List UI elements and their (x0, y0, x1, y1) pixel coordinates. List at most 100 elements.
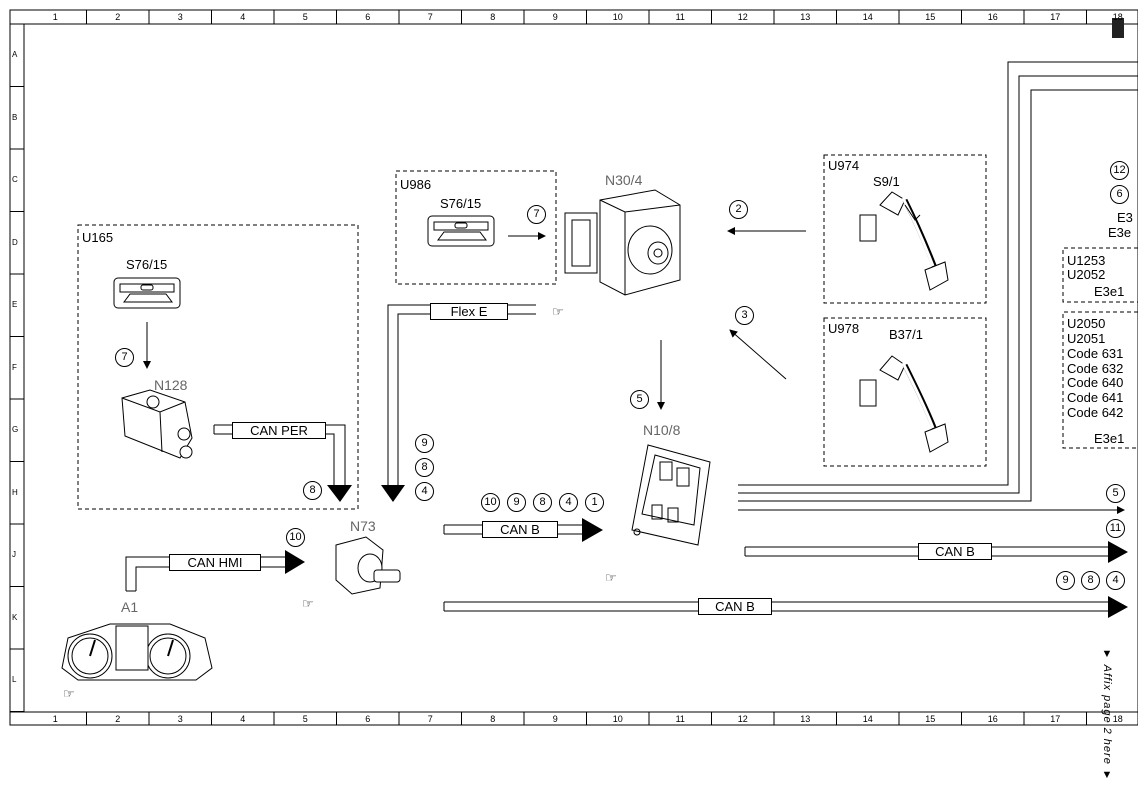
marker-6-right: 6 (1110, 185, 1129, 204)
marker-5-right: 5 (1106, 484, 1125, 503)
frame-border (9, 9, 1138, 726)
marker-4-bottom: 4 (1106, 571, 1125, 590)
pointer-hand-icon[interactable]: ☞ (552, 304, 564, 319)
n10-8-fuse-module-icon (631, 444, 711, 546)
ruler-col-bottom: 2 (115, 714, 121, 724)
code-u2051: U2051 (1067, 331, 1106, 346)
ruler-row: K (12, 612, 18, 622)
bus-can-b-bottom: CAN B (698, 598, 772, 615)
u978-box (823, 317, 987, 467)
marker-9-bottom: 9 (1056, 571, 1075, 590)
marker-4-row: 4 (559, 493, 578, 512)
label-e3e1-b: E3e1 (1094, 431, 1125, 446)
ruler-col-bottom: 7 (427, 714, 433, 724)
ruler-col-top: 8 (490, 12, 496, 22)
can-per-arrowhead (327, 485, 352, 502)
ruler-col-top: 14 (862, 12, 873, 22)
ruler-col-bottom: 9 (552, 714, 558, 724)
n128-module-icon (121, 389, 193, 459)
pointer-hand-icon[interactable]: ☞ (63, 686, 75, 701)
marker-8-left: 8 (303, 481, 322, 500)
label-u974: U974 (828, 158, 860, 173)
n30-4-control-unit-icon (564, 189, 681, 296)
ruler-col-top: 4 (240, 12, 246, 22)
marker-11-right: 11 (1106, 519, 1125, 538)
marker-8-bottom: 8 (1081, 571, 1100, 590)
label-s9-1: S9/1 (873, 174, 900, 189)
ruler-col-top: 1 (52, 12, 58, 22)
label-a1: A1 (121, 599, 139, 615)
label-e3e: E3e (1108, 225, 1132, 240)
label-s76-15-left: S76/15 (126, 257, 168, 272)
u165-box (77, 224, 359, 510)
ruler-col-bottom: 8 (490, 714, 496, 724)
marker-9-row: 9 (507, 493, 526, 512)
label-b37-1: B37/1 (889, 327, 923, 342)
ruler-col-bottom: 15 (925, 714, 936, 724)
ruler-row: F (12, 362, 17, 372)
label-n128: N128 (154, 377, 188, 393)
ruler-ticks (10, 10, 1087, 725)
ruler-col-bottom: 1 (52, 714, 58, 724)
marker-2: 2 (729, 200, 748, 219)
marker-10-row: 10 (481, 493, 500, 512)
ruler-row: G (12, 425, 19, 435)
ruler-row: C (12, 175, 18, 185)
code-642: Code 642 (1067, 405, 1124, 420)
code-632: Code 632 (1067, 361, 1124, 376)
clutch-pedal-icon (859, 191, 949, 291)
brake-pedal-icon (859, 355, 949, 453)
wire-3 (738, 89, 1138, 502)
ruler-col-bottom: 16 (987, 714, 998, 724)
label-e3e1-a: E3e1 (1094, 284, 1125, 299)
ruler-col-bottom: 11 (675, 714, 685, 724)
ruler-col-top: 3 (177, 12, 183, 22)
ruler-row: B (12, 112, 18, 122)
bus-can-per: CAN PER (232, 422, 326, 439)
marker-9-stack: 9 (415, 434, 434, 453)
label-u165: U165 (82, 230, 114, 245)
ruler-col-bottom: 13 (800, 714, 811, 724)
ruler-row: H (12, 487, 18, 497)
pointer-hand-icon[interactable]: ☞ (605, 570, 617, 585)
label-u986: U986 (400, 177, 432, 192)
corner-tab-icon (1112, 18, 1124, 38)
s76-switch-left-icon (113, 277, 181, 309)
wire-2 (738, 75, 1138, 494)
ruler-col-bottom: 3 (177, 714, 183, 724)
code-u2050: U2050 (1067, 316, 1106, 331)
affix-note: ▼ Affix page 2 here ▼ (1101, 648, 1113, 782)
ruler-col-top: 9 (552, 12, 558, 22)
u986-box (395, 170, 557, 285)
ruler-col-top: 7 (427, 12, 433, 22)
code-631: Code 631 (1067, 346, 1124, 361)
ruler-col-bottom: 4 (240, 714, 246, 724)
code-640: Code 640 (1067, 375, 1124, 390)
label-s76-15-top: S76/15 (440, 196, 482, 211)
ruler-col-top: 18 (1112, 12, 1123, 22)
ruler-row: L (12, 675, 17, 685)
u974-box (823, 154, 987, 304)
ruler-row: J (12, 550, 16, 560)
ruler-col-top: 16 (987, 12, 998, 22)
a1-instrument-cluster-icon (61, 623, 213, 681)
marker-10-hmi: 10 (286, 528, 305, 547)
marker-12-right: 12 (1110, 161, 1129, 180)
ruler-col-bottom: 18 (1112, 714, 1123, 724)
ruler-col-top: 11 (675, 12, 685, 22)
ruler-col-top: 13 (800, 12, 811, 22)
code-box-1 (1062, 247, 1138, 303)
wire-1 (738, 61, 1138, 486)
ruler-row: A (12, 50, 18, 60)
flex-e-arrowhead (381, 485, 405, 502)
pointer-hand-icon[interactable]: ☞ (302, 596, 314, 611)
ruler-col-bottom: 17 (1050, 714, 1061, 724)
marker-7-left: 7 (115, 348, 134, 367)
marker-5: 5 (630, 390, 649, 409)
bus-flex-e: Flex E (430, 303, 508, 320)
ruler-col-top: 15 (925, 12, 936, 22)
ruler-col-top: 10 (612, 12, 623, 22)
ruler-col-top: 12 (737, 12, 748, 22)
ruler-col-top: 6 (365, 12, 371, 22)
